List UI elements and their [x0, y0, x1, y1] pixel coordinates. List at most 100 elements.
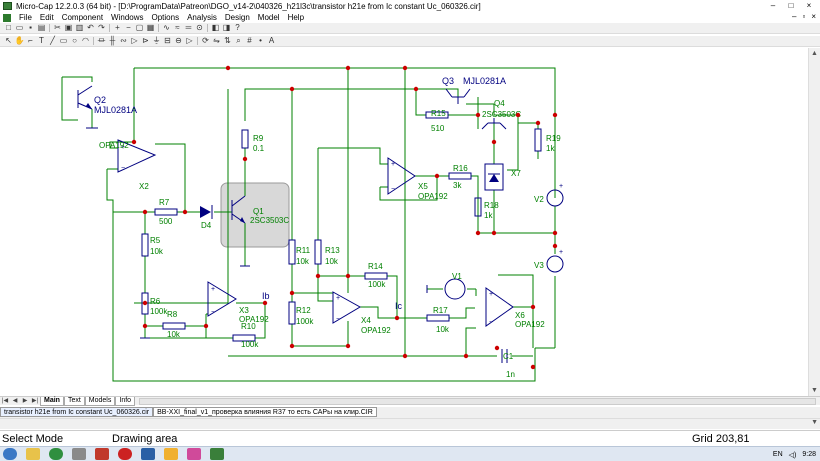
volume-icon[interactable]: ◁): [788, 451, 797, 459]
clock[interactable]: 9:28: [802, 451, 816, 458]
doc-tab-other[interactable]: BB-XXI_final_v1_проверка влияния R37 то …: [153, 407, 377, 417]
start-icon[interactable]: [3, 448, 17, 460]
tab-models[interactable]: Models: [84, 396, 116, 406]
r19-resistor[interactable]: R19 1k: [534, 128, 561, 153]
zoom-out-icon[interactable]: −: [126, 23, 131, 32]
source-icon[interactable]: ⊖: [175, 36, 182, 45]
minimize-button[interactable]: –: [770, 1, 776, 10]
arc-icon[interactable]: ◠: [82, 36, 89, 45]
r17-resistor[interactable]: R17 10k: [426, 306, 450, 334]
r9-resistor[interactable]: R9 0.1: [241, 129, 265, 153]
r13-resistor[interactable]: R13 10k: [314, 239, 340, 266]
copy-icon[interactable]: ▣: [64, 23, 73, 32]
diode-icon[interactable]: ▷: [131, 36, 138, 45]
browser-icon[interactable]: ◨: [222, 23, 231, 32]
print-icon[interactable]: ▤: [37, 23, 46, 32]
npn-icon[interactable]: ⊳: [142, 36, 149, 45]
find-icon[interactable]: ⌕: [236, 36, 241, 45]
c1-capacitor[interactable]: C1 1n: [501, 349, 515, 379]
ac-icon[interactable]: ≈: [175, 23, 180, 32]
tab-info[interactable]: Info: [115, 396, 136, 406]
app-red-icon[interactable]: [95, 448, 109, 460]
display-icon[interactable]: [72, 448, 86, 460]
node-numbers-icon[interactable]: #: [247, 36, 252, 45]
v3-source[interactable]: + V3: [534, 249, 564, 273]
app-blue-icon[interactable]: [141, 448, 155, 460]
q4-transistor[interactable]: Q4 2SC3503C: [481, 99, 521, 130]
wire-icon[interactable]: ⌐: [28, 36, 33, 45]
x2-opamp[interactable]: + − OPA192 X2: [99, 139, 157, 191]
r14-resistor[interactable]: R14 100k: [364, 262, 388, 289]
r18-resistor[interactable]: R18 1k: [474, 197, 499, 220]
select-icon[interactable]: ↖: [5, 36, 12, 45]
new-icon[interactable]: □: [6, 23, 11, 32]
menu-design[interactable]: Design: [224, 13, 250, 22]
menu-analysis[interactable]: Analysis: [187, 13, 217, 22]
scroll-down-icon[interactable]: ▼: [811, 387, 818, 394]
ellipse-icon[interactable]: ○: [72, 36, 77, 45]
pin-icon[interactable]: •: [259, 36, 262, 45]
dc-icon[interactable]: ═: [185, 23, 192, 32]
redo-icon[interactable]: ↷: [98, 23, 105, 32]
capacitor-icon[interactable]: ╫: [109, 36, 116, 45]
inductor-icon[interactable]: ∾: [120, 36, 127, 45]
horizontal-scrollbar[interactable]: [139, 397, 816, 405]
r12-resistor[interactable]: R12 100k: [288, 301, 314, 326]
r11-resistor[interactable]: R11 10k: [288, 239, 311, 266]
ground-icon[interactable]: ⏚: [152, 36, 161, 45]
maximize-button[interactable]: □: [788, 1, 794, 10]
line-icon[interactable]: ╱: [50, 36, 55, 45]
r8-resistor[interactable]: R8 10k: [162, 310, 186, 339]
menu-windows[interactable]: Windows: [111, 13, 144, 22]
d4-diode[interactable]: D4: [200, 205, 213, 230]
attr-icon[interactable]: A: [268, 36, 275, 45]
paste-icon[interactable]: ▥: [75, 23, 84, 32]
x5-opamp[interactable]: + − X5 OPA192: [387, 157, 448, 201]
probe-icon[interactable]: ⊙: [196, 23, 203, 32]
last-page-icon[interactable]: ▶|: [31, 398, 39, 404]
r6-resistor[interactable]: R6 100k: [141, 292, 168, 316]
r15-resistor[interactable]: R15 510: [425, 109, 449, 133]
x7-shunt[interactable]: X7: [484, 163, 521, 191]
v2-source[interactable]: + V2: [534, 183, 564, 207]
text-icon[interactable]: T: [39, 36, 44, 45]
battery-icon[interactable]: ⊟: [164, 36, 171, 45]
x3-opamp[interactable]: + − X3 OPA192: [207, 281, 269, 324]
open-icon[interactable]: ▭: [15, 23, 24, 32]
fit-icon[interactable]: ▢: [135, 23, 144, 32]
scroll-up-icon[interactable]: ▲: [811, 50, 818, 57]
prev-page-icon[interactable]: ◀: [12, 398, 18, 404]
close-button[interactable]: ×: [806, 1, 812, 10]
app-circle-icon[interactable]: [118, 448, 132, 460]
panel-expand-icon[interactable]: ▼: [811, 419, 818, 426]
undo-icon[interactable]: ↶: [87, 23, 94, 32]
rect-icon[interactable]: ▭: [59, 36, 68, 45]
resistor-icon[interactable]: ⏛: [97, 36, 106, 45]
hand-icon[interactable]: ✋: [14, 36, 25, 45]
menu-help[interactable]: Help: [287, 13, 305, 22]
app-yellow-icon[interactable]: [164, 448, 178, 460]
x4-opamp[interactable]: + − X4 OPA192: [332, 291, 391, 335]
chrome-icon[interactable]: [49, 448, 63, 460]
menu-file[interactable]: File: [19, 13, 32, 22]
schematic-canvas[interactable]: Q2 MJL0281A + − OPA192 X2 R7 500 D4: [0, 48, 808, 396]
document-icon[interactable]: [3, 13, 11, 22]
zoom-in-icon[interactable]: +: [115, 23, 120, 32]
app-pink-icon[interactable]: [187, 448, 201, 460]
r7-resistor[interactable]: R7 500: [154, 198, 178, 226]
r10-resistor[interactable]: R10 100k: [232, 322, 259, 349]
next-page-icon[interactable]: ▶: [22, 398, 28, 404]
mdi-restore-button[interactable]: ▫: [802, 12, 806, 21]
menu-model[interactable]: Model: [257, 13, 280, 22]
grid-icon[interactable]: ▦: [146, 23, 155, 32]
save-icon[interactable]: ▪: [29, 23, 32, 32]
language-indicator[interactable]: EN: [772, 451, 783, 458]
tab-main[interactable]: Main: [40, 396, 64, 406]
doc-tab-current[interactable]: transistor h21e from Ic constant Uc_0603…: [0, 407, 154, 417]
q1-transistor[interactable]: Q1 2SC3503C: [231, 195, 289, 225]
menu-component[interactable]: Component: [61, 13, 104, 22]
q2-transistor[interactable]: Q2 MJL0281A: [77, 85, 137, 115]
explorer-icon[interactable]: [26, 448, 40, 460]
r16-resistor[interactable]: R16 3k: [448, 164, 472, 190]
v1-source[interactable]: V1: [426, 272, 466, 300]
